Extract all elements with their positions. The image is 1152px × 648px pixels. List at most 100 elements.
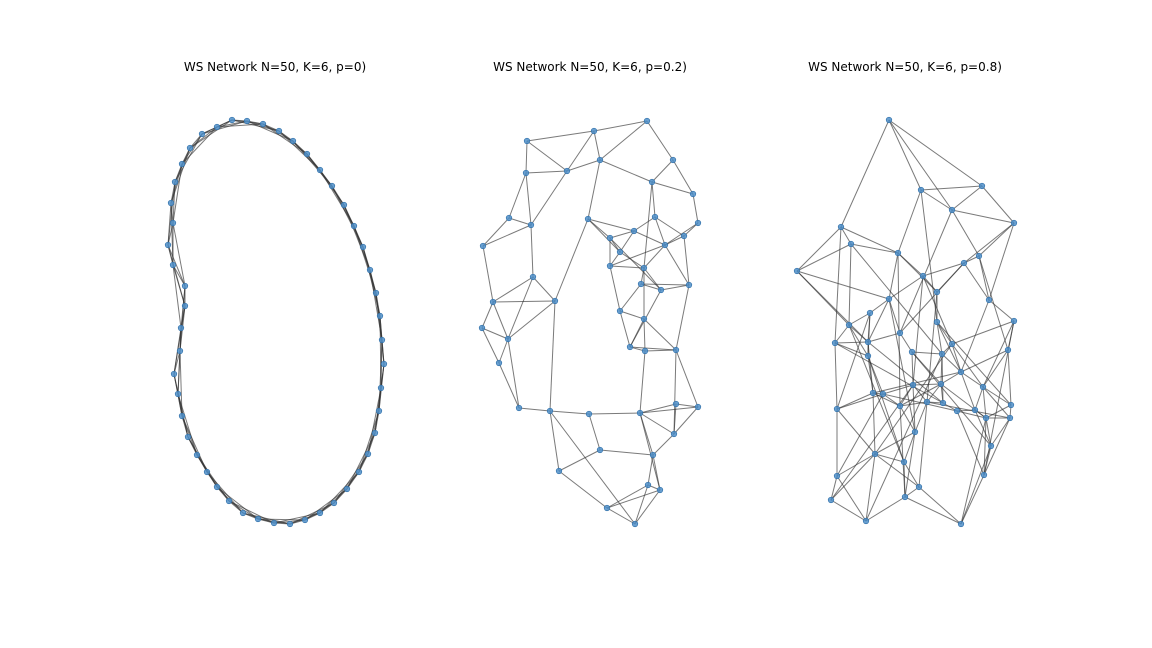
edge: [897, 252, 901, 407]
edge: [834, 226, 842, 344]
edge: [530, 170, 568, 226]
edge: [672, 159, 694, 195]
edge: [867, 341, 944, 404]
node: [606, 234, 614, 242]
panel-p0: WS Network N=50, K=6, p=0): [125, 0, 425, 648]
node: [364, 450, 372, 458]
node: [879, 390, 887, 398]
network-graph-p02: [478, 117, 702, 528]
node: [901, 493, 909, 501]
edge: [836, 393, 884, 410]
edge: [654, 216, 685, 237]
node: [376, 312, 384, 320]
panel-p02: WS Network N=50, K=6, p=0.2): [440, 0, 740, 648]
edge: [882, 393, 958, 412]
edge: [882, 384, 914, 395]
edge: [988, 222, 1015, 301]
node: [894, 249, 902, 257]
edge: [926, 383, 942, 403]
edge: [482, 217, 510, 247]
edge: [530, 224, 534, 278]
edge: [956, 410, 985, 476]
edge: [960, 417, 987, 525]
edge: [882, 393, 901, 407]
edge: [675, 349, 699, 408]
node: [1006, 414, 1014, 422]
node: [885, 295, 893, 303]
node: [164, 241, 172, 249]
node: [637, 280, 645, 288]
edge: [912, 275, 924, 386]
node: [626, 343, 634, 351]
node: [181, 282, 189, 290]
edge: [904, 496, 962, 525]
edge: [836, 393, 884, 477]
node: [527, 221, 535, 229]
edge: [683, 235, 690, 286]
edge: [587, 218, 635, 232]
edge: [850, 243, 899, 254]
edge: [920, 189, 938, 323]
edge: [848, 324, 869, 357]
edge: [498, 362, 520, 409]
node: [827, 496, 835, 504]
edge: [273, 512, 321, 524]
edge: [675, 403, 699, 408]
node: [689, 190, 697, 198]
edge: [978, 222, 1015, 257]
edge: [526, 140, 568, 172]
node: [978, 182, 986, 190]
node: [198, 130, 206, 138]
node: [908, 348, 916, 356]
edge: [606, 484, 649, 509]
node: [833, 405, 841, 413]
node: [948, 206, 956, 214]
node: [504, 335, 512, 343]
edge: [683, 222, 699, 237]
node: [171, 178, 179, 186]
node: [933, 318, 941, 326]
node: [864, 352, 872, 360]
edge: [179, 350, 183, 417]
node: [909, 381, 917, 389]
node: [181, 302, 189, 310]
edge: [498, 338, 509, 364]
edge: [643, 244, 666, 269]
node: [203, 468, 211, 476]
edge: [172, 264, 186, 287]
edge: [911, 351, 943, 355]
edge: [643, 318, 677, 351]
node: [657, 286, 665, 294]
edge: [481, 327, 500, 364]
edge: [899, 405, 906, 498]
edge: [899, 405, 916, 433]
network-graph-p08: [793, 116, 1018, 528]
edge: [903, 431, 916, 463]
network-graph-p0: [164, 116, 388, 528]
edge: [956, 410, 987, 419]
edge: [911, 351, 914, 386]
node: [243, 117, 251, 125]
node: [225, 497, 233, 505]
node: [178, 160, 186, 168]
edge: [588, 413, 601, 451]
edge: [936, 321, 943, 355]
edge: [867, 298, 890, 343]
edge: [673, 406, 699, 435]
node: [178, 412, 186, 420]
edge: [587, 218, 621, 253]
edge: [914, 401, 928, 433]
edge: [201, 120, 248, 135]
edge: [983, 417, 1011, 476]
edge: [951, 185, 983, 211]
edge: [848, 243, 852, 326]
node: [656, 486, 664, 494]
node: [213, 123, 221, 131]
edge: [549, 410, 636, 525]
edge: [172, 264, 182, 329]
edge: [974, 386, 984, 411]
panel-title-p08: WS Network N=50, K=6, p=0.8): [808, 60, 1002, 74]
edge: [172, 222, 186, 287]
edge: [525, 170, 568, 174]
edge: [633, 230, 666, 246]
